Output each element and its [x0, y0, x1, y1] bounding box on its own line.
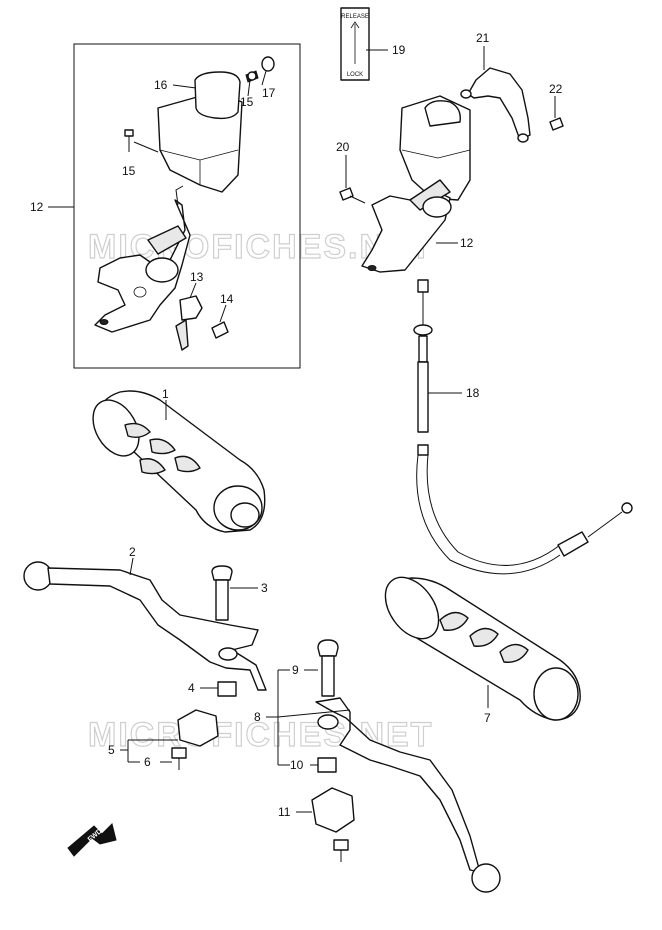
grip-left [92, 390, 266, 533]
callout-19: 19 [392, 43, 406, 57]
throttle-cable [413, 279, 633, 575]
clutch-lever [23, 561, 267, 770]
lock-label-top: RELEASE [341, 14, 369, 20]
callout-6: 6 [144, 755, 151, 769]
callout-22: 22 [549, 82, 563, 96]
callout-4: 4 [188, 681, 195, 695]
right-switch-housing [339, 67, 564, 273]
lock-label: RELEASE LOCK [340, 7, 370, 81]
grip-right [384, 576, 581, 721]
callout-15-upper: 15 [240, 95, 254, 109]
callout-numbers: 1 2 3 4 5 6 7 8 9 10 11 12 12 13 14 15 1… [30, 31, 563, 819]
callout-12-right: 12 [460, 236, 474, 250]
assembly-box-12 [73, 43, 301, 369]
callout-10: 10 [290, 758, 304, 772]
fwd-arrow: FWD [67, 823, 117, 857]
callout-12-left: 12 [30, 200, 44, 214]
callout-8: 8 [254, 710, 261, 724]
leader-lines [48, 46, 556, 813]
callout-5: 5 [108, 743, 115, 757]
callout-7: 7 [484, 711, 491, 725]
callout-16: 16 [154, 78, 168, 92]
callout-2: 2 [129, 545, 136, 559]
callout-1: 1 [162, 387, 169, 401]
lock-label-bottom: LOCK [347, 72, 363, 78]
callout-13: 13 [190, 270, 204, 284]
left-switch-housing [94, 56, 275, 351]
callout-9: 9 [292, 663, 299, 677]
callout-3: 3 [261, 581, 268, 595]
callout-11: 11 [278, 805, 291, 819]
callout-17: 17 [262, 86, 276, 100]
callout-14: 14 [220, 292, 234, 306]
callout-18: 18 [466, 386, 480, 400]
brake-lever [311, 639, 501, 893]
callout-20: 20 [336, 140, 350, 154]
callout-15-left: 15 [122, 164, 136, 178]
callout-21: 21 [476, 31, 490, 45]
